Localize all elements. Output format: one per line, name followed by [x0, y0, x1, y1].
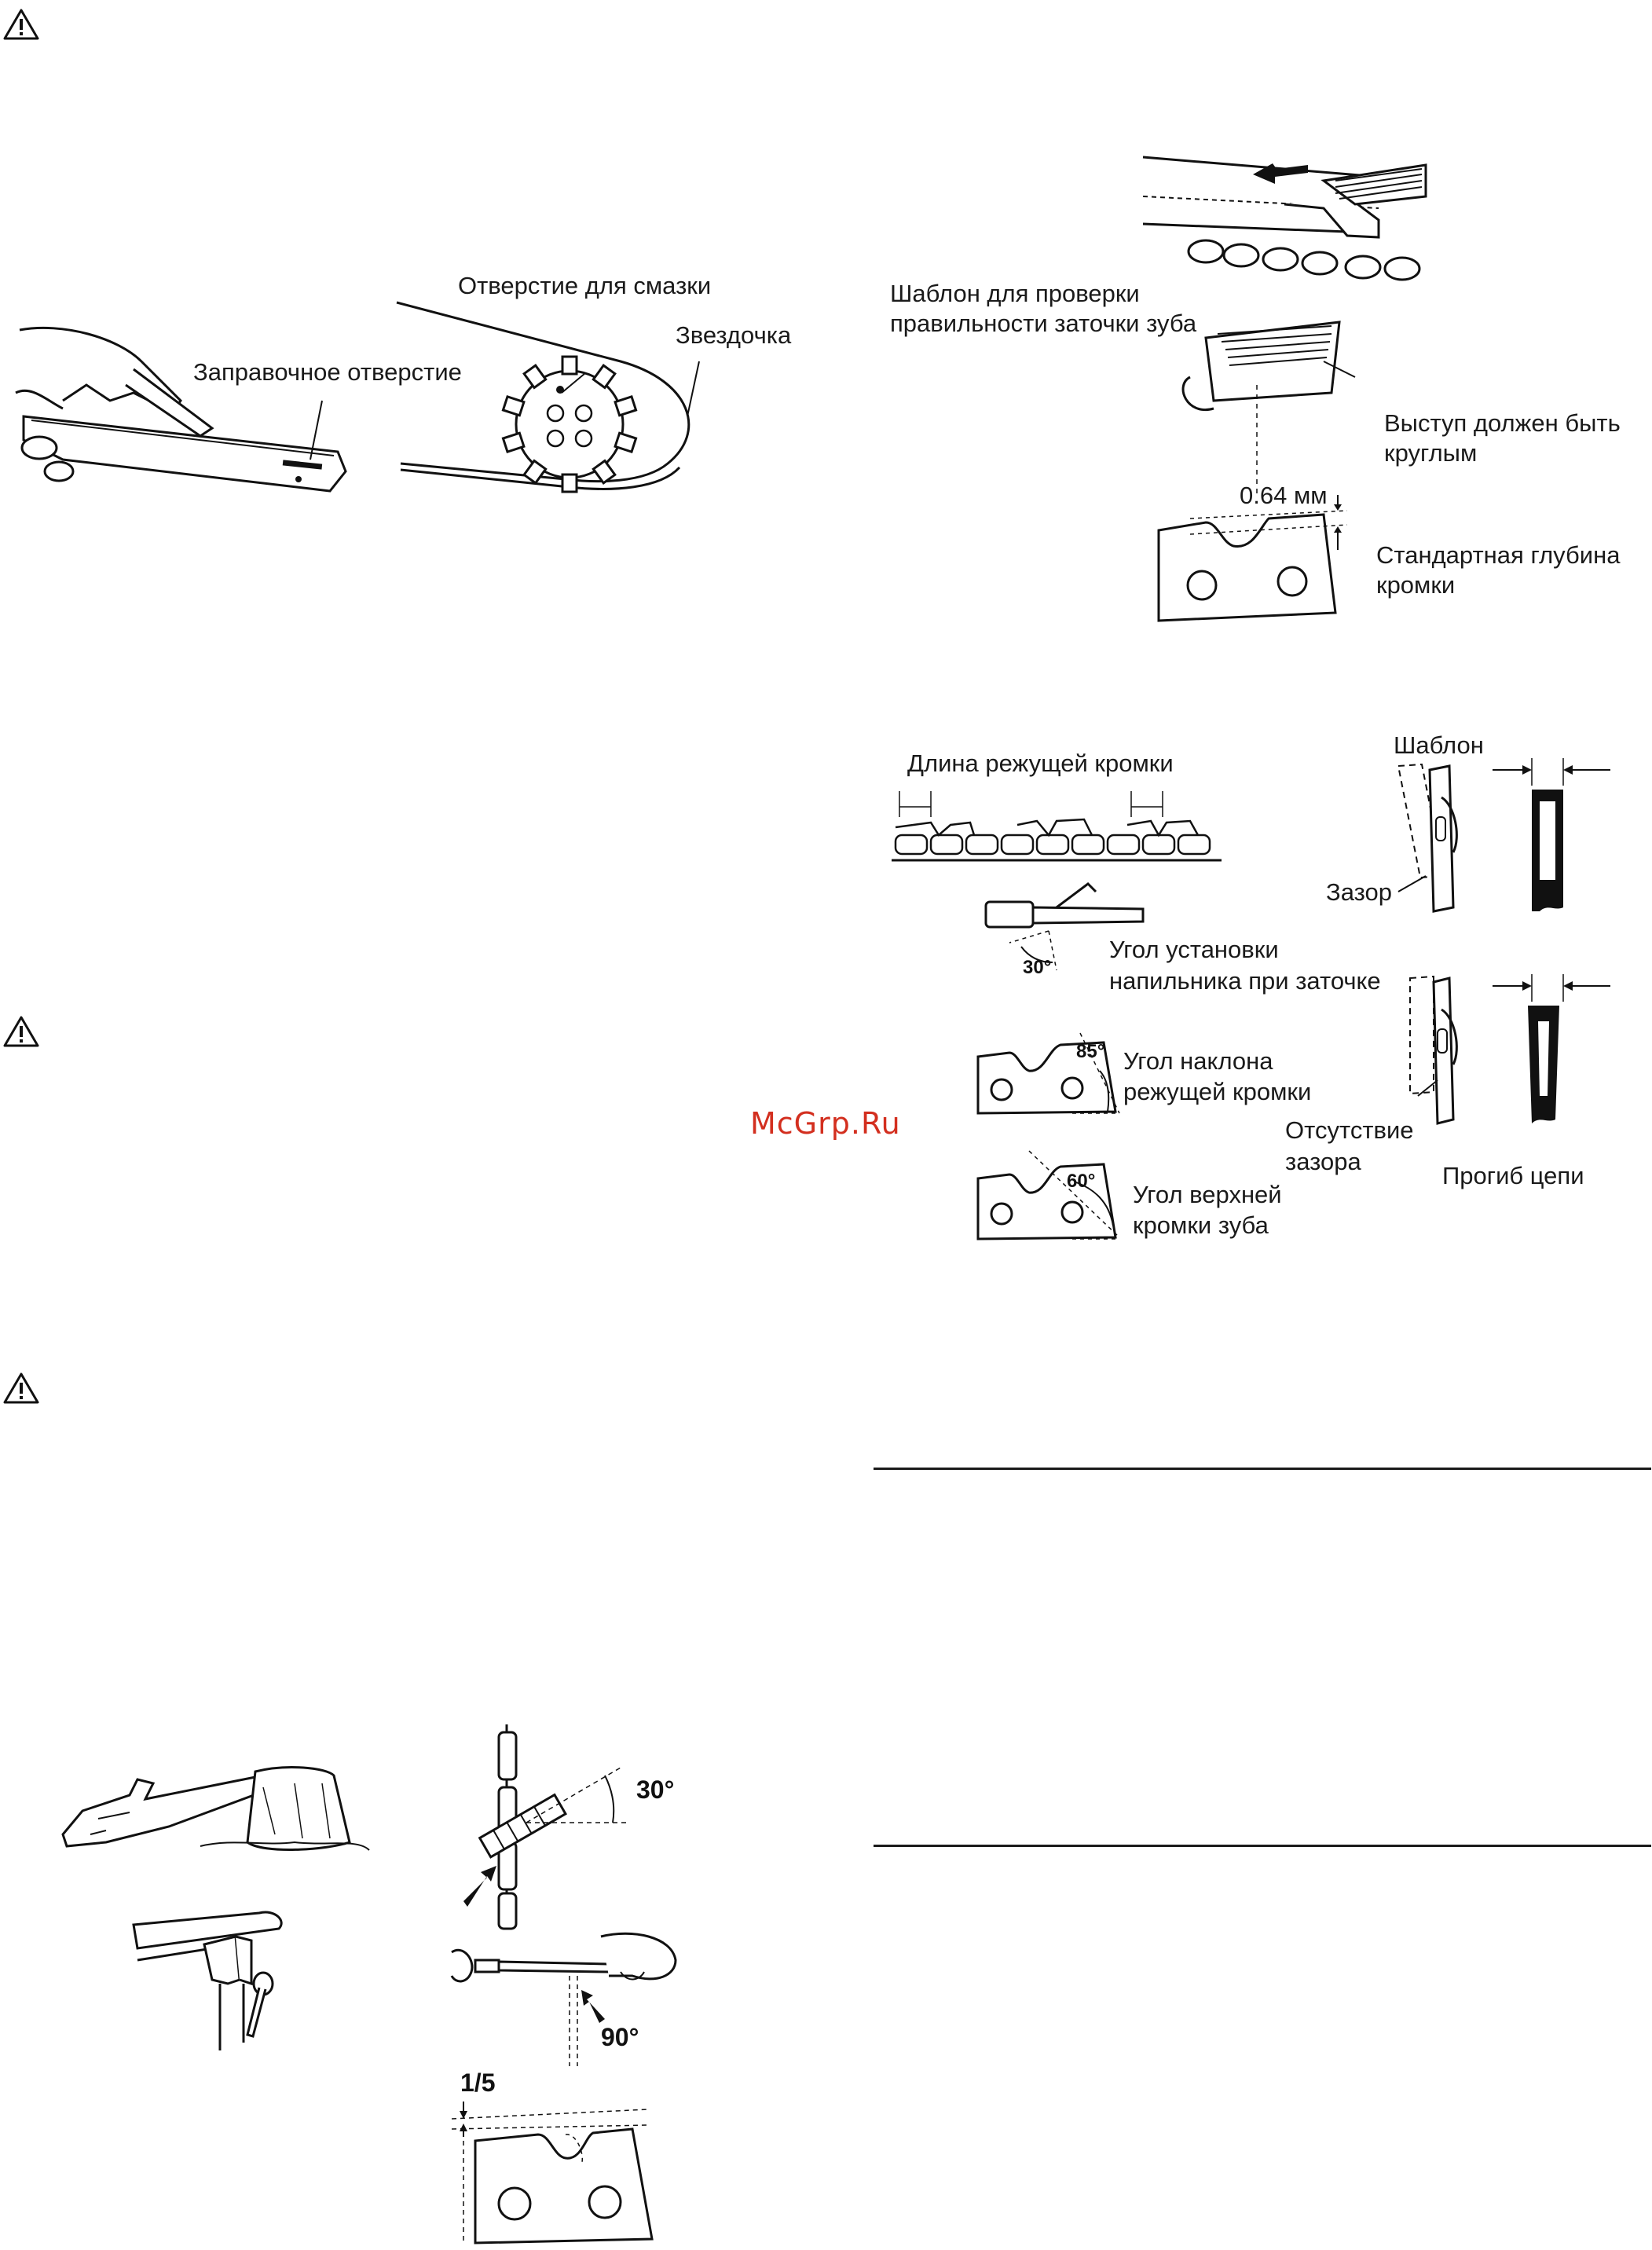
- top-angle-line2: кромки зуба: [1133, 1211, 1269, 1239]
- sharpening-angles-illustration: [892, 791, 1222, 1253]
- depth-standard-line2: кромки: [1376, 571, 1456, 599]
- sprocket-label: Звездочка: [676, 321, 792, 349]
- filler-hole-label: Заправочное отверстие: [193, 358, 462, 386]
- edge-angle-line1: Угол наклона: [1123, 1047, 1273, 1075]
- no-gap-line1: Отсутствие: [1285, 1116, 1414, 1144]
- depth-standard-line1: Стандартная глубина: [1376, 541, 1621, 569]
- depth-gauge-illustration: [1143, 149, 1426, 636]
- template-gap-illustration: [1398, 758, 1634, 1159]
- depth-value-label: 0.64 мм: [1240, 482, 1328, 509]
- bar-in-vise-illustration: [134, 1909, 314, 2050]
- file-angle-line1: Угол установки: [1109, 936, 1279, 963]
- angle-90-label: 90°: [601, 2023, 639, 2051]
- top-angle-value: 60°: [1067, 1171, 1096, 1192]
- template-label: Шаблон: [1394, 731, 1484, 759]
- edge-angle-line2: режущей кромки: [1123, 1078, 1312, 1105]
- gauge-label-line2: правильности заточки зуба: [890, 310, 1197, 337]
- saw-on-stump-illustration: [59, 1740, 373, 1858]
- gauge-label-line1: Шаблон для проверки: [890, 280, 1140, 307]
- top-angle-line1: Угол верхней: [1133, 1181, 1282, 1208]
- guide-bar-illustration: [16, 283, 770, 519]
- section-divider: [874, 1845, 1651, 1847]
- edge-angle-value: 85°: [1076, 1041, 1105, 1062]
- cutter-ratio-illustration: [452, 2094, 656, 2247]
- gap-label: Зазор: [1326, 878, 1392, 906]
- chain-deflection-label: Прогиб цепи: [1442, 1162, 1584, 1189]
- no-gap-line2: зазора: [1285, 1148, 1361, 1175]
- warning-icon: [3, 9, 39, 40]
- cutting-length-label: Длина режущей кромки: [907, 749, 1174, 777]
- angle-30-label: 30°: [636, 1775, 675, 1804]
- section-divider: [874, 1468, 1651, 1470]
- file-angle-line2: напильника при заточке: [1109, 967, 1381, 995]
- round-protrusion-line2: круглым: [1384, 439, 1478, 467]
- file-angle-30-illustration: [463, 1724, 683, 1937]
- watermark: McGrp.Ru: [750, 1106, 901, 1141]
- oil-hole-label: Отверстие для смазки: [458, 272, 712, 299]
- file-angle-value: 30°: [1023, 957, 1052, 978]
- warning-icon: [3, 1016, 39, 1047]
- ratio-label: 1/5: [460, 2069, 496, 2097]
- file-angle-90-illustration: [452, 1929, 687, 2066]
- warning-icon: [3, 1372, 39, 1404]
- round-protrusion-line1: Выступ должен быть: [1384, 409, 1621, 437]
